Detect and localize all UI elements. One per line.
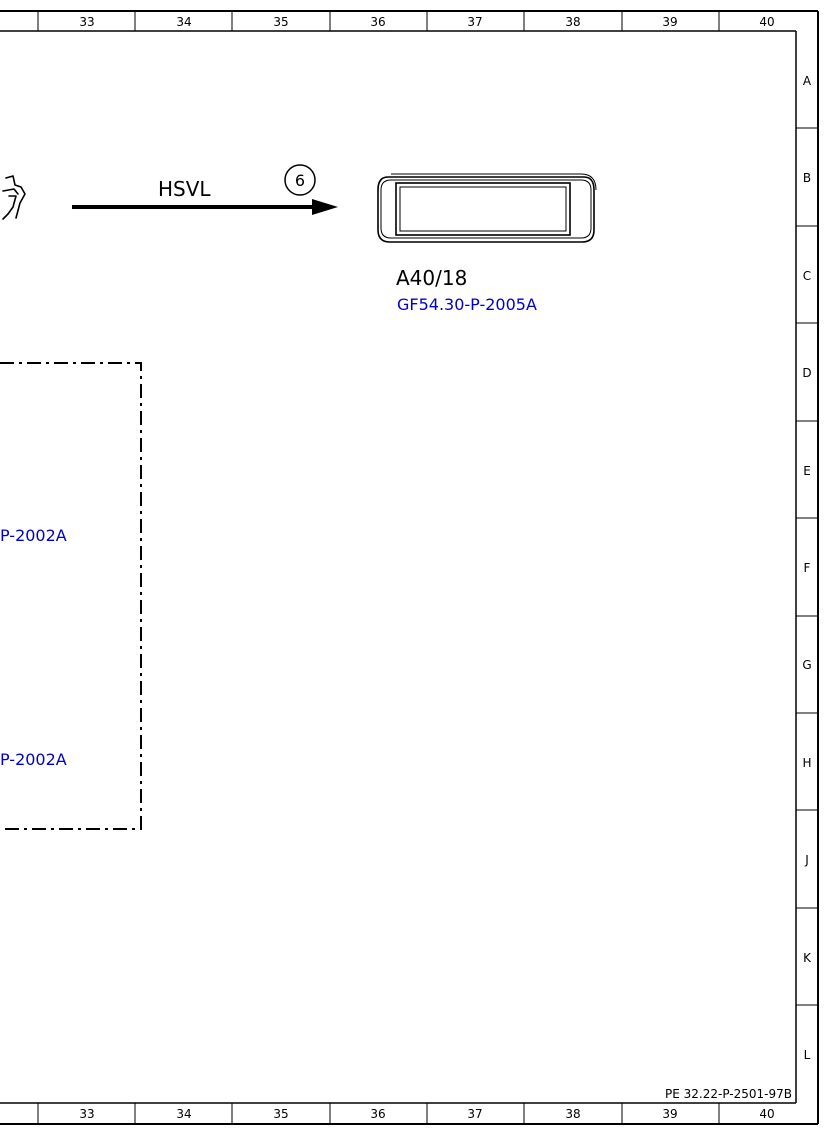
column-label: 39 [662,1107,677,1121]
column-label: 40 [759,1107,774,1121]
hsvl-signal-arrow [72,199,338,215]
row-label: B [803,171,811,185]
row-label: D [802,366,811,380]
partial-reference-link[interactable]: P-2002A [0,526,67,545]
bottom-column-labels: 33 34 35 36 37 38 39 40 [79,1107,774,1121]
component-id: A40/18 [396,266,467,290]
column-label: 37 [467,15,482,29]
column-label: 33 [79,1107,94,1121]
column-label: 36 [370,1107,385,1121]
top-column-labels: 33 34 35 36 37 38 39 40 [79,15,774,29]
column-label: 35 [273,15,288,29]
column-label: 38 [565,1107,580,1121]
row-label: E [803,464,811,478]
partial-reference-link[interactable]: P-2002A [0,750,67,769]
row-label: K [803,951,812,965]
signal-label: HSVL [158,177,211,201]
row-label: L [804,1048,811,1062]
display-unit-icon [377,173,597,243]
row-label: H [802,756,811,770]
row-label: A [803,74,812,88]
marker-number: 6 [295,171,305,190]
row-label: G [802,658,811,672]
row-label: C [803,269,811,283]
column-label: 37 [467,1107,482,1121]
column-label: 34 [176,1107,191,1121]
row-separators [796,127,818,1006]
component-reference-link[interactable]: GF54.30-P-2005A [397,295,537,314]
marker-circle [284,164,316,196]
sheet-id: PE 32.22-P-2501-97B [665,1087,792,1101]
connector-fragment-icon [2,175,26,220]
row-label: F [804,561,811,575]
column-label: 36 [370,15,385,29]
column-label: 33 [79,15,94,29]
column-label: 40 [759,15,774,29]
row-label: J [804,853,809,867]
column-label: 35 [273,1107,288,1121]
column-label: 34 [176,15,191,29]
row-labels: A B C D E F G H J K L [802,74,812,1062]
column-label: 38 [565,15,580,29]
component-boundary [0,362,142,830]
sheet-frame [0,10,819,1125]
column-label: 39 [662,15,677,29]
column-separators [37,11,720,1124]
